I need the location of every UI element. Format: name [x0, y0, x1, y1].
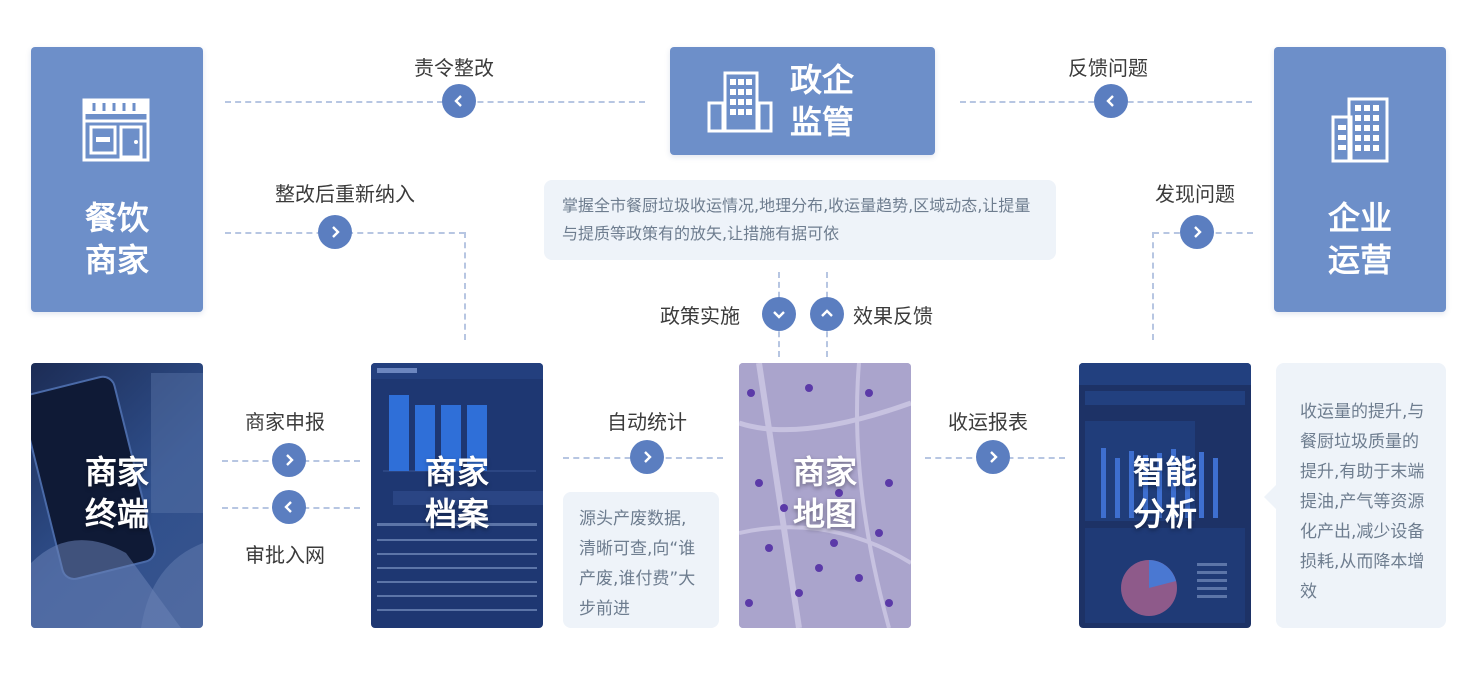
chevron-right-icon: [630, 440, 664, 474]
office-building-icon: [1329, 95, 1393, 165]
gov-supervision-title: 政企 监管: [790, 61, 855, 141]
chevron-left-icon: [442, 84, 476, 118]
chevron-left-icon: [1094, 84, 1128, 118]
catering-merchant-title: 餐饮 商家: [84, 199, 149, 279]
rectify-order-label: 责令整改: [414, 56, 494, 80]
analysis-note: 收运量的提升,与餐厨垃圾质量的提升,有助于末端提油,产气等资源化产出,减少设备损…: [1276, 363, 1446, 628]
phone-photo: [31, 373, 203, 628]
auto-stat-label: 自动统计: [607, 410, 687, 434]
connector-catering-gov: [225, 101, 645, 103]
catering-merchant-box: 餐饮 商家: [31, 47, 203, 312]
gov-supervision-box: 政企 监管: [670, 47, 935, 155]
chevron-right-icon: [272, 443, 306, 477]
building-icon: [705, 69, 775, 135]
found-issue-label: 发现问题: [1155, 182, 1235, 206]
merchant-archive-card: 商家 档案: [371, 363, 543, 628]
note-pointer: [1264, 485, 1276, 509]
chevron-right-icon: [318, 215, 352, 249]
merchant-apply-label: 商家申报: [245, 410, 325, 434]
smart-analysis-card: 智能 分析: [1079, 363, 1251, 628]
enterprise-operation-box: 企业 运营: [1274, 47, 1446, 312]
merchant-archive-title: 商家 档案: [424, 453, 489, 533]
feedback-issue-label: 反馈问题: [1068, 56, 1148, 80]
approve-join-label: 审批入网: [245, 543, 325, 567]
connector-reinclude-down: [464, 232, 466, 340]
reincluded-label: 整改后重新纳入: [275, 182, 415, 206]
smart-analysis-title: 智能 分析: [1132, 453, 1197, 533]
chevron-right-icon: [1180, 215, 1214, 249]
gov-note: 掌握全市餐厨垃圾收运情况,地理分布,收运量趋势,区域动态,让提量与提质等政策有的…: [544, 180, 1056, 260]
enterprise-operation-title: 企业 运营: [1327, 199, 1392, 279]
merchant-map-title: 商家 地图: [792, 453, 857, 533]
merchant-terminal-title: 商家 终端: [84, 453, 149, 533]
merchant-map-card: 商家 地图: [739, 363, 911, 628]
connector-found-down: [1152, 232, 1154, 340]
policy-impl-label: 政策实施: [660, 304, 740, 328]
chevron-up-icon: [810, 297, 844, 331]
chevron-down-icon: [762, 297, 796, 331]
map-screen: [739, 363, 911, 628]
archive-screen: [371, 363, 543, 611]
merchant-terminal-card: 商家 终端: [31, 363, 203, 628]
source-data-note: 源头产废数据,清晰可查,向“谁产废,谁付费”大步前进: [563, 492, 719, 628]
chevron-left-icon: [272, 490, 306, 524]
collect-report-label: 收运报表: [948, 410, 1028, 434]
effect-feedback-label: 效果反馈: [853, 304, 933, 328]
storefront-icon: [81, 97, 151, 163]
analysis-screen: [1079, 363, 1251, 623]
chevron-right-icon: [976, 440, 1010, 474]
